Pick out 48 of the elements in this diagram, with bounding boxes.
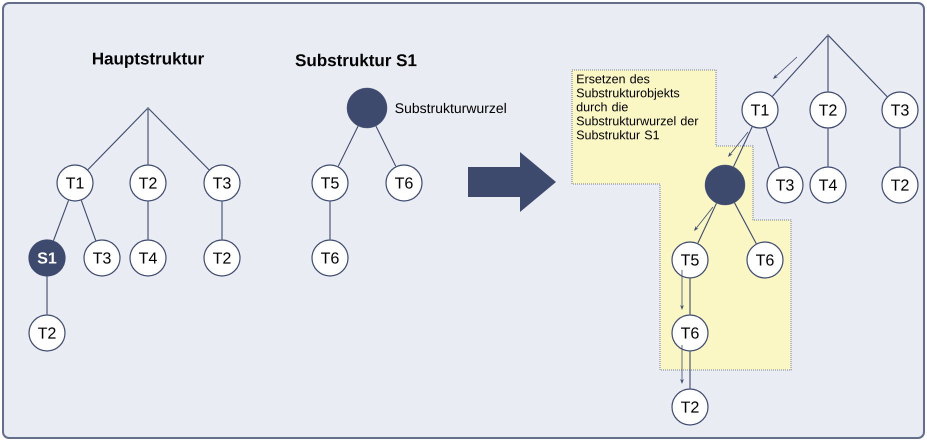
tree-node: T2: [129, 164, 167, 202]
connector-line: [827, 128, 829, 166]
connector-line: [733, 126, 753, 167]
tree-node: T6: [311, 239, 349, 277]
tree-node: T1: [741, 91, 779, 129]
connector-line: [147, 108, 149, 164]
tree-node: T2: [809, 91, 847, 129]
root-circle: [346, 88, 388, 128]
connector-line: [772, 35, 828, 97]
tree-node: T6: [671, 314, 709, 352]
connector-line: [53, 200, 70, 241]
connector-line: [338, 126, 359, 167]
tree-node: T3: [83, 239, 121, 277]
tree-node: T2: [28, 314, 66, 352]
tree-node: T3: [766, 166, 804, 204]
tree-node: S1: [28, 239, 66, 277]
connector-line: [689, 352, 691, 388]
connector-line: [147, 202, 149, 240]
connector-line: [827, 36, 829, 92]
tree-node: T1: [56, 164, 94, 202]
connector-line: [88, 108, 148, 170]
connector-line: [46, 276, 48, 314]
tree-node: T2: [203, 239, 241, 277]
tree-node: T6: [746, 241, 784, 279]
tree-node: T6: [385, 164, 423, 202]
tree-node: T4: [129, 239, 167, 277]
connector-line: [375, 126, 396, 167]
tree-node: T5: [671, 241, 709, 279]
label: Hauptstruktur: [92, 52, 204, 68]
root-circle: [704, 164, 746, 206]
label: Substruktur S1: [296, 54, 416, 66]
connector-line: [697, 203, 717, 244]
connector-line: [80, 200, 96, 241]
connector-line: [828, 35, 888, 97]
connector-line: [734, 202, 757, 244]
tree-node: T3: [881, 91, 919, 129]
connector-line: [689, 278, 691, 314]
connector-line: [765, 127, 780, 168]
connector-line: [148, 108, 210, 170]
connector-line: [329, 202, 331, 240]
connector-line: [899, 128, 901, 166]
tree-node: T2: [881, 166, 919, 204]
tree-node: T5: [311, 164, 349, 202]
node-label: Substrukturwurzel: [395, 102, 506, 114]
tree-node: T4: [809, 166, 847, 204]
tree-node: T3: [203, 164, 241, 202]
tree-node: T2: [671, 388, 709, 426]
connector-line: [221, 202, 223, 240]
